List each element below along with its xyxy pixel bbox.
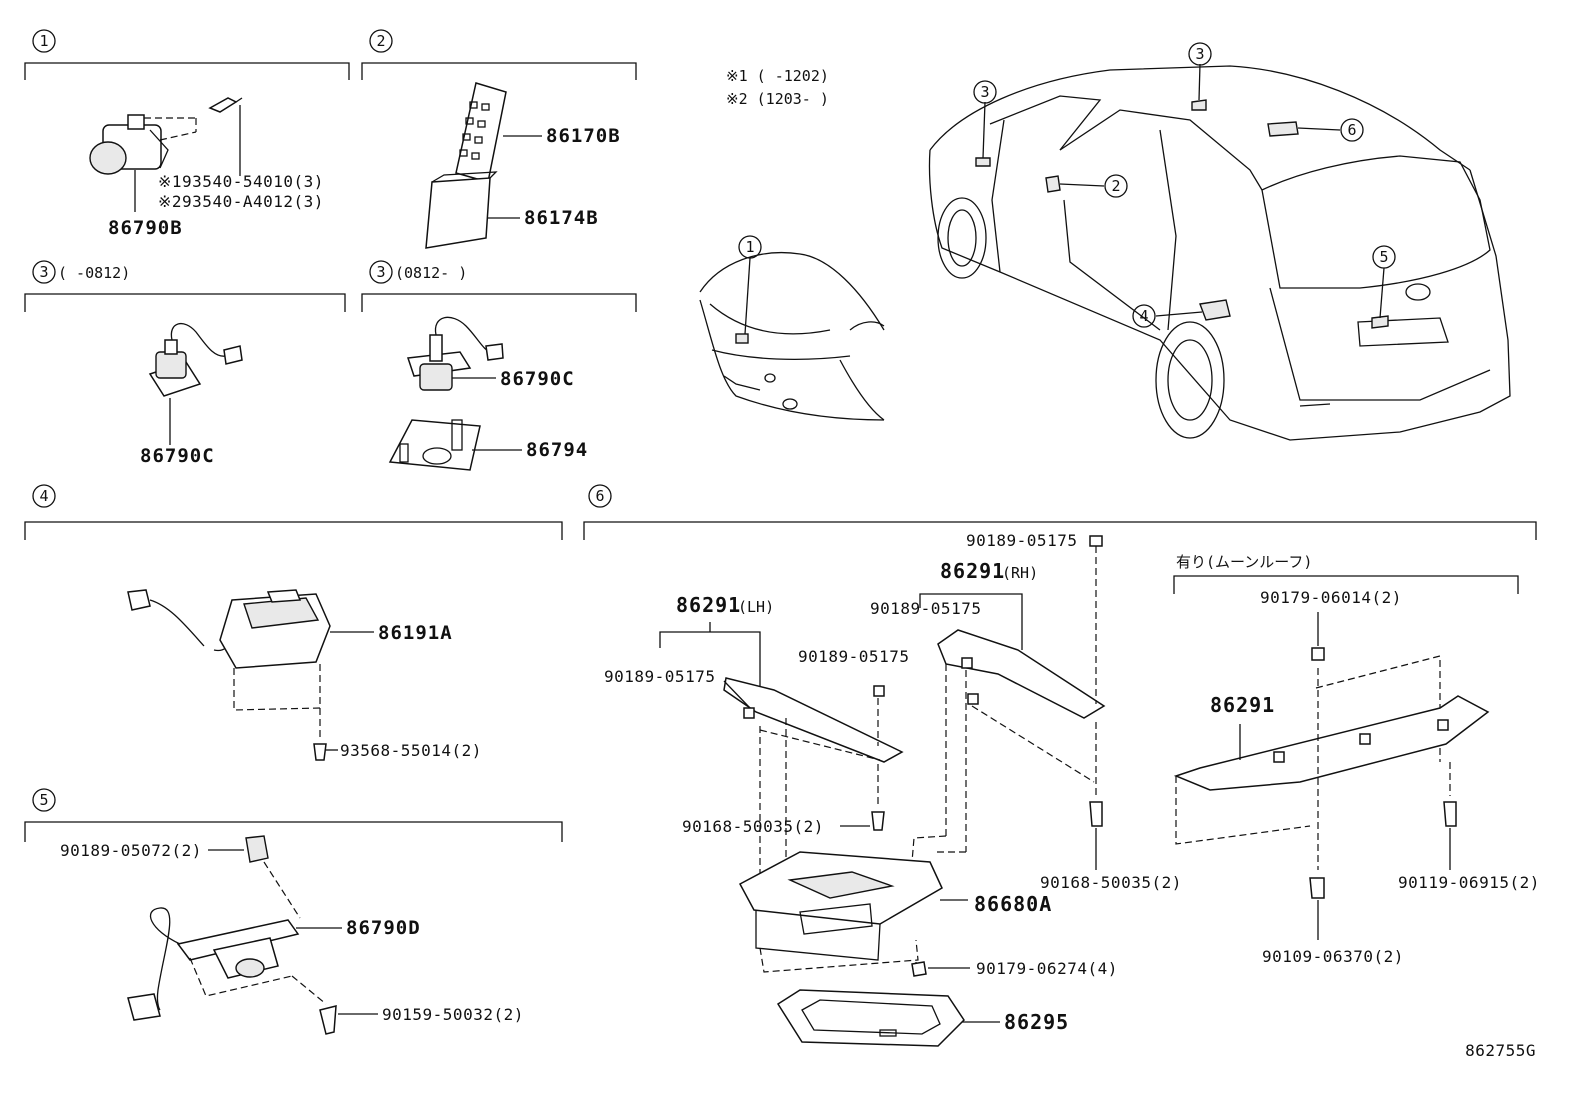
callout-1-number: 1 xyxy=(745,238,754,256)
part-86790D-label: 86790D xyxy=(346,917,421,939)
section-2-number: 2 xyxy=(376,32,385,50)
remote-86170B-drawing xyxy=(455,82,542,183)
section-2: 2 86170B 86174B xyxy=(361,29,637,249)
part-86790B-label: 86790B xyxy=(108,217,183,239)
holder-86174B-drawing xyxy=(425,171,520,249)
bracket-86794-drawing xyxy=(388,419,522,471)
part-90168-50035-a-label: 90168-50035(2) xyxy=(682,817,824,836)
part-86291-moonroof-label: 86291 xyxy=(1210,693,1275,717)
part-86291-rh-label: 86291 xyxy=(940,559,1005,583)
part-90179-06014-label: 90179-06014(2) xyxy=(1260,588,1402,607)
section-3b-date-range: (0812- ) xyxy=(395,264,467,282)
note-1-date-range: ※1 ( -1202) xyxy=(726,67,829,85)
bracket-86291-moonroof-drawing xyxy=(1173,575,1519,940)
bracket-86291-rh-drawing xyxy=(911,535,1106,870)
front-bumper-illustration: 1 xyxy=(699,235,885,421)
part-90179-06274-label: 90179-06274(4) xyxy=(976,959,1118,978)
part-90189-05072-label: 90189-05072(2) xyxy=(60,841,202,860)
moonroof-qualifier: 有り(ムーンルーフ) xyxy=(1176,553,1312,571)
rh-qualifier: (RH) xyxy=(1002,564,1038,582)
part-86794-label: 86794 xyxy=(526,439,588,461)
section-3a-number: 3 xyxy=(39,263,48,281)
actuator-86790B-drawing xyxy=(89,97,243,212)
housing-86680A-drawing xyxy=(738,851,970,977)
section-3b-number: 3 xyxy=(376,263,385,281)
section-5-number: 5 xyxy=(39,791,48,809)
sensor-86790C-early-drawing xyxy=(148,322,243,445)
section-1-number: 1 xyxy=(39,32,48,50)
part-86170B-label: 86170B xyxy=(546,125,621,147)
switch-86191A-drawing xyxy=(127,589,374,761)
section-1: 1 ※193540-54010(3) ※293540-A4012(3) 8679… xyxy=(24,29,350,239)
callout-3-left-number: 3 xyxy=(980,83,989,101)
part-93540-A4012-label: ※293540-A4012(3) xyxy=(158,192,324,211)
part-90189-05175-top-label: 90189-05175 xyxy=(966,531,1077,550)
part-86790C-early-label: 86790C xyxy=(140,445,215,467)
section-5: 5 90189-05072(2) 86790D 90159-50032(2) xyxy=(24,788,563,1035)
section-6: 6 86291 (LH) 90189-05175 90189-05175 901… xyxy=(583,484,1540,1047)
part-86790C-late-label: 86790C xyxy=(500,368,575,390)
part-86191A-label: 86191A xyxy=(378,622,453,644)
section-3a-date-range: ( -0812) xyxy=(58,264,130,282)
part-90189-05175-rh-label: 90189-05175 xyxy=(870,599,981,618)
part-86295-label: 86295 xyxy=(1004,1010,1069,1034)
section-3-early: 3 ( -0812) 86790C xyxy=(24,260,346,467)
section-4-number: 4 xyxy=(39,487,48,505)
sensor-86790C-late-drawing xyxy=(406,316,504,391)
part-90109-06370-label: 90109-06370(2) xyxy=(1262,947,1404,966)
part-86291-lh-label: 86291 xyxy=(676,593,741,617)
section-4: 4 86191A 93568-55014(2) xyxy=(24,484,563,761)
lh-qualifier: (LH) xyxy=(738,598,774,616)
note-2-date-range: ※2 (1203- ) xyxy=(726,90,829,108)
callout-2-number: 2 xyxy=(1111,177,1120,195)
vehicle-illustration: 3 3 6 2 4 5 xyxy=(928,42,1511,441)
callout-4-number: 4 xyxy=(1139,307,1148,325)
callout-3-right-number: 3 xyxy=(1195,45,1204,63)
diagram-id: 862755G xyxy=(1465,1041,1536,1060)
section-3-late: 3 (0812- ) 86790C 86794 xyxy=(361,260,637,471)
part-86174B-label: 86174B xyxy=(524,207,599,229)
callout-6-number: 6 xyxy=(1347,121,1356,139)
camera-86790D-drawing xyxy=(127,835,378,1035)
part-93568-55014-label: 93568-55014(2) xyxy=(340,741,482,760)
part-90189-05175-lh-mid-label: 90189-05175 xyxy=(798,647,909,666)
callout-5-number: 5 xyxy=(1379,248,1388,266)
part-90159-50032-label: 90159-50032(2) xyxy=(382,1005,524,1024)
part-90168-50035-b-label: 90168-50035(2) xyxy=(1040,873,1182,892)
part-90119-06915-label: 90119-06915(2) xyxy=(1398,873,1540,892)
part-90189-05175-lh-label: 90189-05175 xyxy=(604,667,715,686)
bezel-86295-drawing xyxy=(776,989,1000,1047)
section-6-number: 6 xyxy=(595,487,604,505)
bracket-86291-lh-drawing xyxy=(659,622,904,884)
part-86680A-label: 86680A xyxy=(974,892,1052,916)
part-93540-54010-label: ※193540-54010(3) xyxy=(158,172,324,191)
